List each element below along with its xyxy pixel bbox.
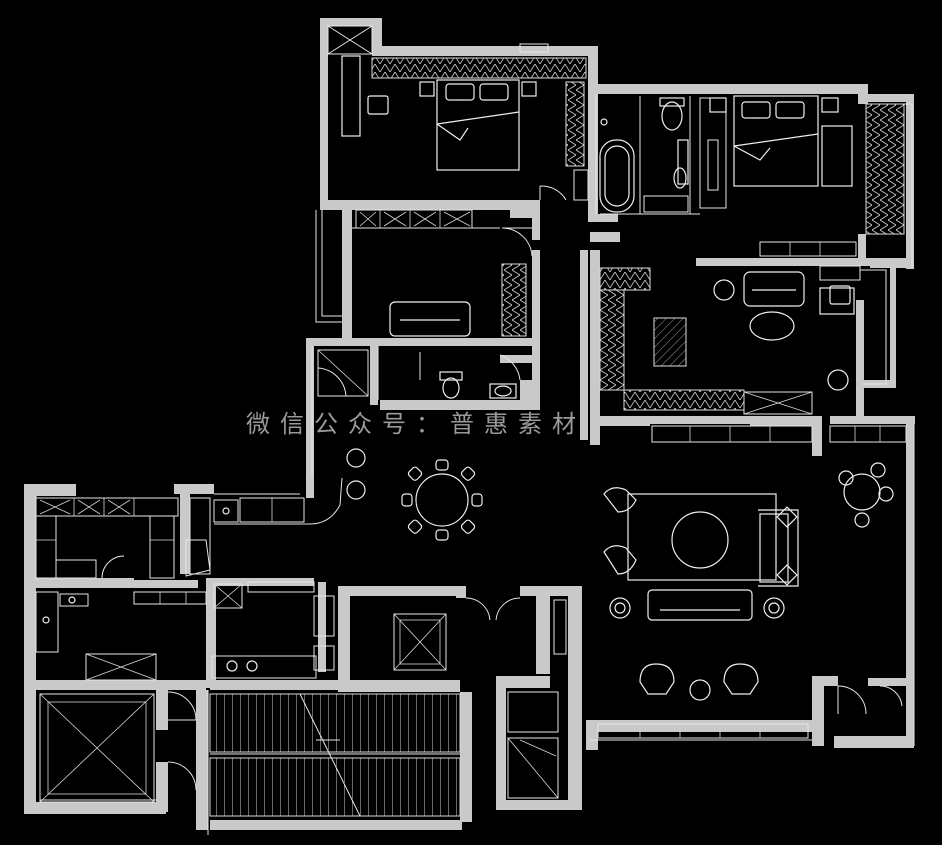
loveseat [389, 301, 471, 337]
toilet-2 [442, 377, 460, 399]
sofa-bottom [647, 589, 753, 621]
living-room [597, 425, 907, 739]
dining-area [346, 448, 483, 541]
elevator [393, 613, 447, 671]
staircase-lower [209, 757, 461, 817]
sofa [743, 271, 805, 307]
walls [24, 18, 915, 830]
bathtub [599, 139, 635, 213]
watermark-text: 微信公众号：普惠素材 [246, 410, 586, 438]
bedroom-2 [709, 95, 905, 257]
pillow-left [445, 83, 475, 101]
desk-chair [367, 95, 389, 115]
guest-bath [317, 349, 521, 399]
sofa-right [758, 509, 799, 587]
bedroom-1 [341, 43, 589, 229]
area-rug [627, 493, 777, 581]
family-corner [389, 227, 533, 337]
core [209, 597, 567, 817]
coffee-table [749, 311, 795, 341]
kitchen [35, 497, 335, 803]
desk [341, 55, 361, 137]
side-table [843, 473, 881, 511]
round-coffee-table [671, 511, 729, 569]
study-room [599, 265, 861, 415]
round-dining-table [415, 473, 469, 527]
master-bath [599, 97, 727, 213]
double-bed [436, 79, 520, 171]
toilet [661, 101, 683, 131]
pillow-right [479, 83, 509, 101]
dresser [821, 125, 853, 187]
double-bed-2 [733, 95, 819, 187]
staircase-upper [209, 693, 461, 753]
rug [653, 317, 687, 367]
partition-lines [35, 25, 915, 835]
